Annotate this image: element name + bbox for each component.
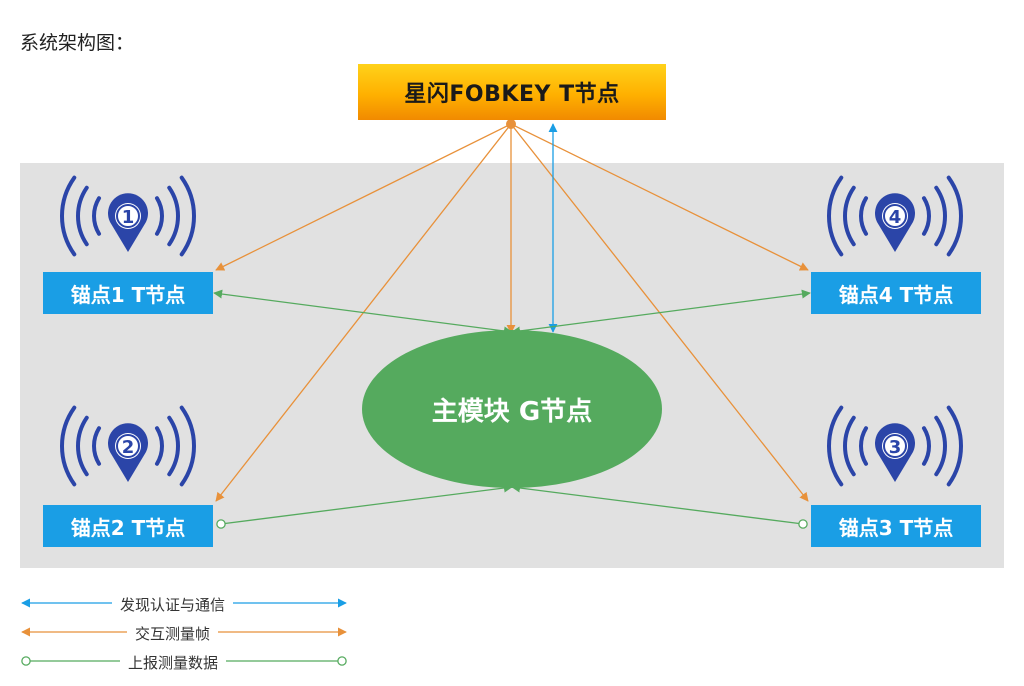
signal-wave-icon	[921, 405, 963, 487]
anchor-badge-number: 1	[122, 207, 135, 228]
anchor-pin-4: 4	[827, 175, 963, 257]
legend-label-report: 上报测量数据	[120, 652, 227, 673]
anchor-badge-number: 4	[889, 207, 902, 228]
signal-wave-icon	[154, 175, 196, 257]
legend-label-comm: 发现认证与通信	[112, 594, 234, 615]
signal-wave-icon	[827, 175, 869, 257]
signal-wave-icon	[60, 405, 102, 487]
report-anchor2-main	[216, 483, 513, 529]
anchor-pin-2: 2	[60, 405, 196, 487]
anchor3-t-node: 锚点3 T节点	[811, 505, 981, 547]
anchor-pin-3: 3	[827, 405, 963, 487]
page-heading: 系统架构图：	[20, 32, 135, 54]
anchor2-t-node: 锚点2 T节点	[43, 505, 213, 547]
anchor4-t-node: 锚点4 T节点	[811, 272, 981, 314]
anchor-badge-number: 3	[889, 437, 902, 458]
signal-wave-icon	[154, 405, 196, 487]
main-module-g-node: 主模块 G节点	[362, 330, 662, 488]
legend-label-measure: 交互测量帧	[127, 623, 219, 644]
report-anchor3-main	[511, 483, 808, 529]
anchor-badge-number: 2	[122, 437, 135, 458]
link-fob-anchor4	[510, 123, 809, 271]
green-links	[213, 289, 811, 529]
signal-wave-icon	[827, 405, 869, 487]
signal-wave-icon	[921, 175, 963, 257]
signal-wave-icon	[60, 175, 102, 257]
fobkey-t-node: 星闪FOBKEY T节点	[358, 64, 666, 120]
report-anchor1-main	[213, 289, 513, 336]
report-anchor4-main	[511, 289, 811, 336]
orange-links	[215, 123, 809, 502]
anchor-pin-1: 1	[60, 175, 196, 257]
fob-link-origin	[506, 119, 516, 129]
link-fob-anchor1	[215, 123, 512, 271]
anchor1-t-node: 锚点1 T节点	[43, 272, 213, 314]
